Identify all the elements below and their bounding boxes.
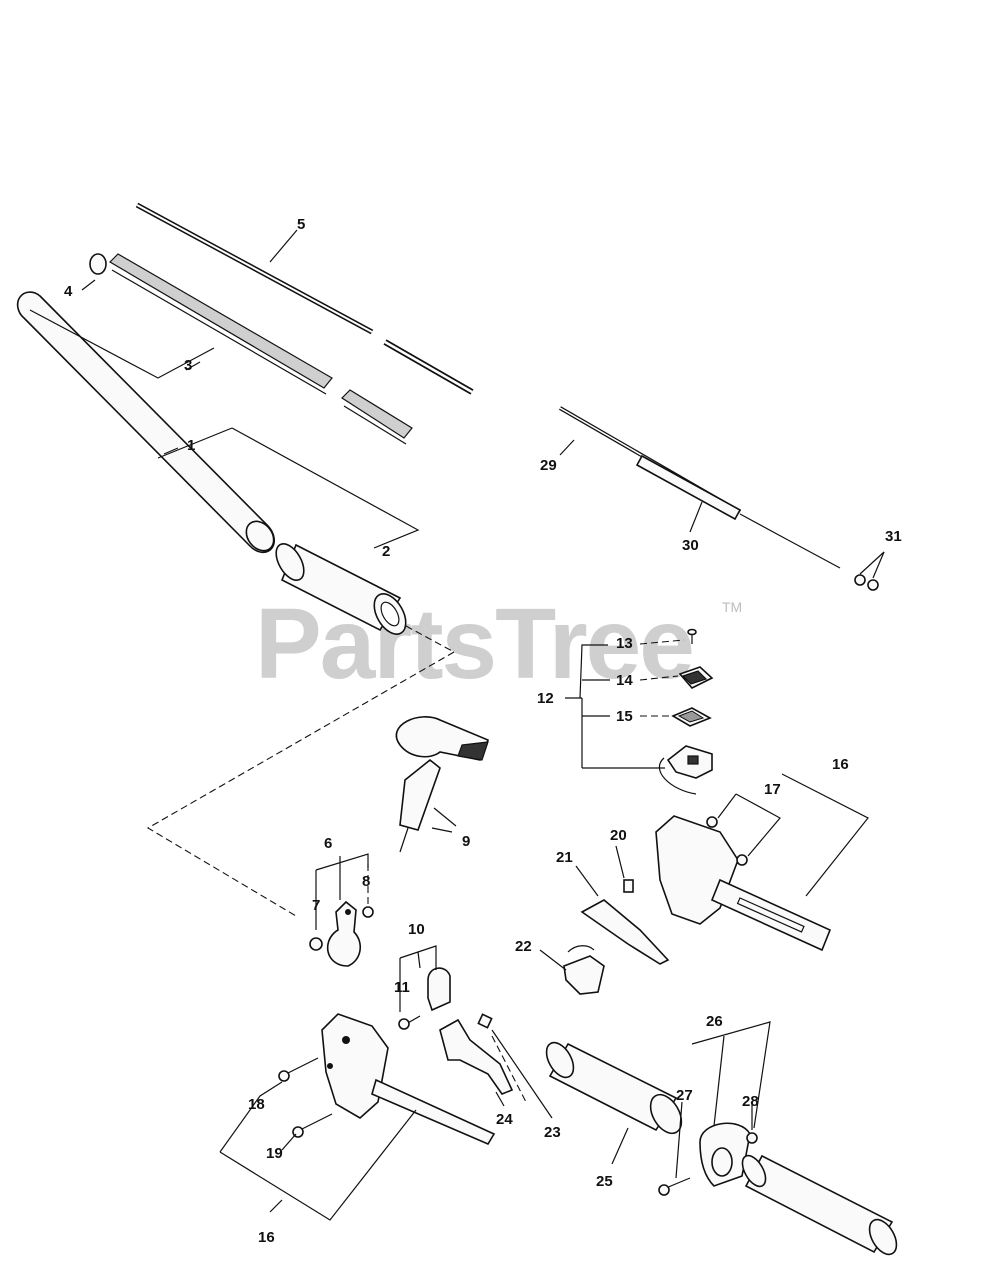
part-18-screw[interactable] xyxy=(278,1057,319,1082)
part-31-nuts[interactable] xyxy=(854,574,879,591)
callout-29: 29 xyxy=(540,457,557,474)
callout-16-lower: 16 xyxy=(258,1229,275,1246)
callout-13: 13 xyxy=(616,635,633,652)
callout-26: 26 xyxy=(706,1013,723,1030)
watermark-text: PartsTree xyxy=(255,588,693,700)
part-22-lockout[interactable] xyxy=(563,945,605,995)
callout-1: 1 xyxy=(187,437,195,454)
part-1-outer-tube[interactable] xyxy=(16,291,280,556)
part-24-trigger[interactable] xyxy=(439,1018,514,1095)
part-9-harness[interactable] xyxy=(395,716,490,853)
part-27-screw[interactable] xyxy=(658,1177,691,1196)
part-17-nuts[interactable] xyxy=(706,816,748,866)
part-12-clamp[interactable] xyxy=(658,745,713,795)
callout-11: 11 xyxy=(394,979,410,996)
leader-lines xyxy=(29,229,885,1221)
callout-17: 17 xyxy=(764,781,781,798)
callout-8: 8 xyxy=(362,873,370,890)
callout-labels: 5 4 3 1 2 29 30 31 13 14 12 15 16 17 20 … xyxy=(64,216,902,1246)
callout-25: 25 xyxy=(596,1173,613,1190)
callout-16-upper: 16 xyxy=(832,756,849,773)
part-16-handle-upper[interactable] xyxy=(655,815,832,952)
callout-14: 14 xyxy=(616,672,633,689)
callout-12: 12 xyxy=(537,690,554,707)
watermark: PartsTree TM xyxy=(255,588,742,700)
part-14-block[interactable] xyxy=(678,666,714,689)
part-20-pin[interactable] xyxy=(623,879,634,893)
part-10-clamp[interactable] xyxy=(427,967,451,1012)
callout-15: 15 xyxy=(616,708,633,725)
callout-31: 31 xyxy=(885,528,902,545)
part-15-plate[interactable] xyxy=(671,707,712,727)
callout-30: 30 xyxy=(682,537,699,554)
callout-10: 10 xyxy=(408,921,425,938)
part-7-nut[interactable] xyxy=(309,937,323,951)
part-29-30-throttle-cable[interactable] xyxy=(558,406,841,569)
callout-6: 6 xyxy=(324,835,332,852)
part-6-clamp[interactable] xyxy=(326,900,361,967)
callout-22: 22 xyxy=(515,938,532,955)
callout-23: 23 xyxy=(544,1124,561,1141)
callout-24: 24 xyxy=(496,1111,513,1128)
watermark-trademark: TM xyxy=(722,599,742,615)
callout-27: 27 xyxy=(676,1087,693,1104)
callout-19: 19 xyxy=(266,1145,283,1162)
assembly-lines xyxy=(146,625,527,1103)
part-19-screw[interactable] xyxy=(292,1113,333,1138)
part-3-shaft-liner[interactable] xyxy=(109,253,413,445)
callout-3: 3 xyxy=(184,357,192,374)
part-8-bolt[interactable] xyxy=(362,906,374,918)
part-5-drive-shaft[interactable] xyxy=(135,202,474,395)
part-21-lever[interactable] xyxy=(580,899,670,965)
callout-7: 7 xyxy=(312,897,320,914)
part-2-grip-sleeve[interactable] xyxy=(270,539,412,639)
part-13-screw[interactable] xyxy=(687,628,697,645)
part-4-bushing[interactable] xyxy=(89,253,107,275)
part-11-screw[interactable] xyxy=(398,1015,421,1030)
callout-2: 2 xyxy=(382,543,390,560)
callout-28: 28 xyxy=(742,1093,759,1110)
callout-18: 18 xyxy=(248,1096,265,1113)
callout-9: 9 xyxy=(462,833,470,850)
part-26-bracket[interactable] xyxy=(699,1122,751,1187)
part-28-nut[interactable] xyxy=(746,1132,758,1144)
part-26-tube[interactable] xyxy=(738,1152,902,1259)
callout-21: 21 xyxy=(556,849,573,866)
callout-5: 5 xyxy=(297,216,305,233)
part-23-spring[interactable] xyxy=(477,1013,493,1029)
part-25-grip[interactable] xyxy=(541,1038,688,1139)
callout-4: 4 xyxy=(64,283,73,300)
part-16-handle-lower[interactable] xyxy=(321,1013,496,1146)
callout-20: 20 xyxy=(610,827,627,844)
